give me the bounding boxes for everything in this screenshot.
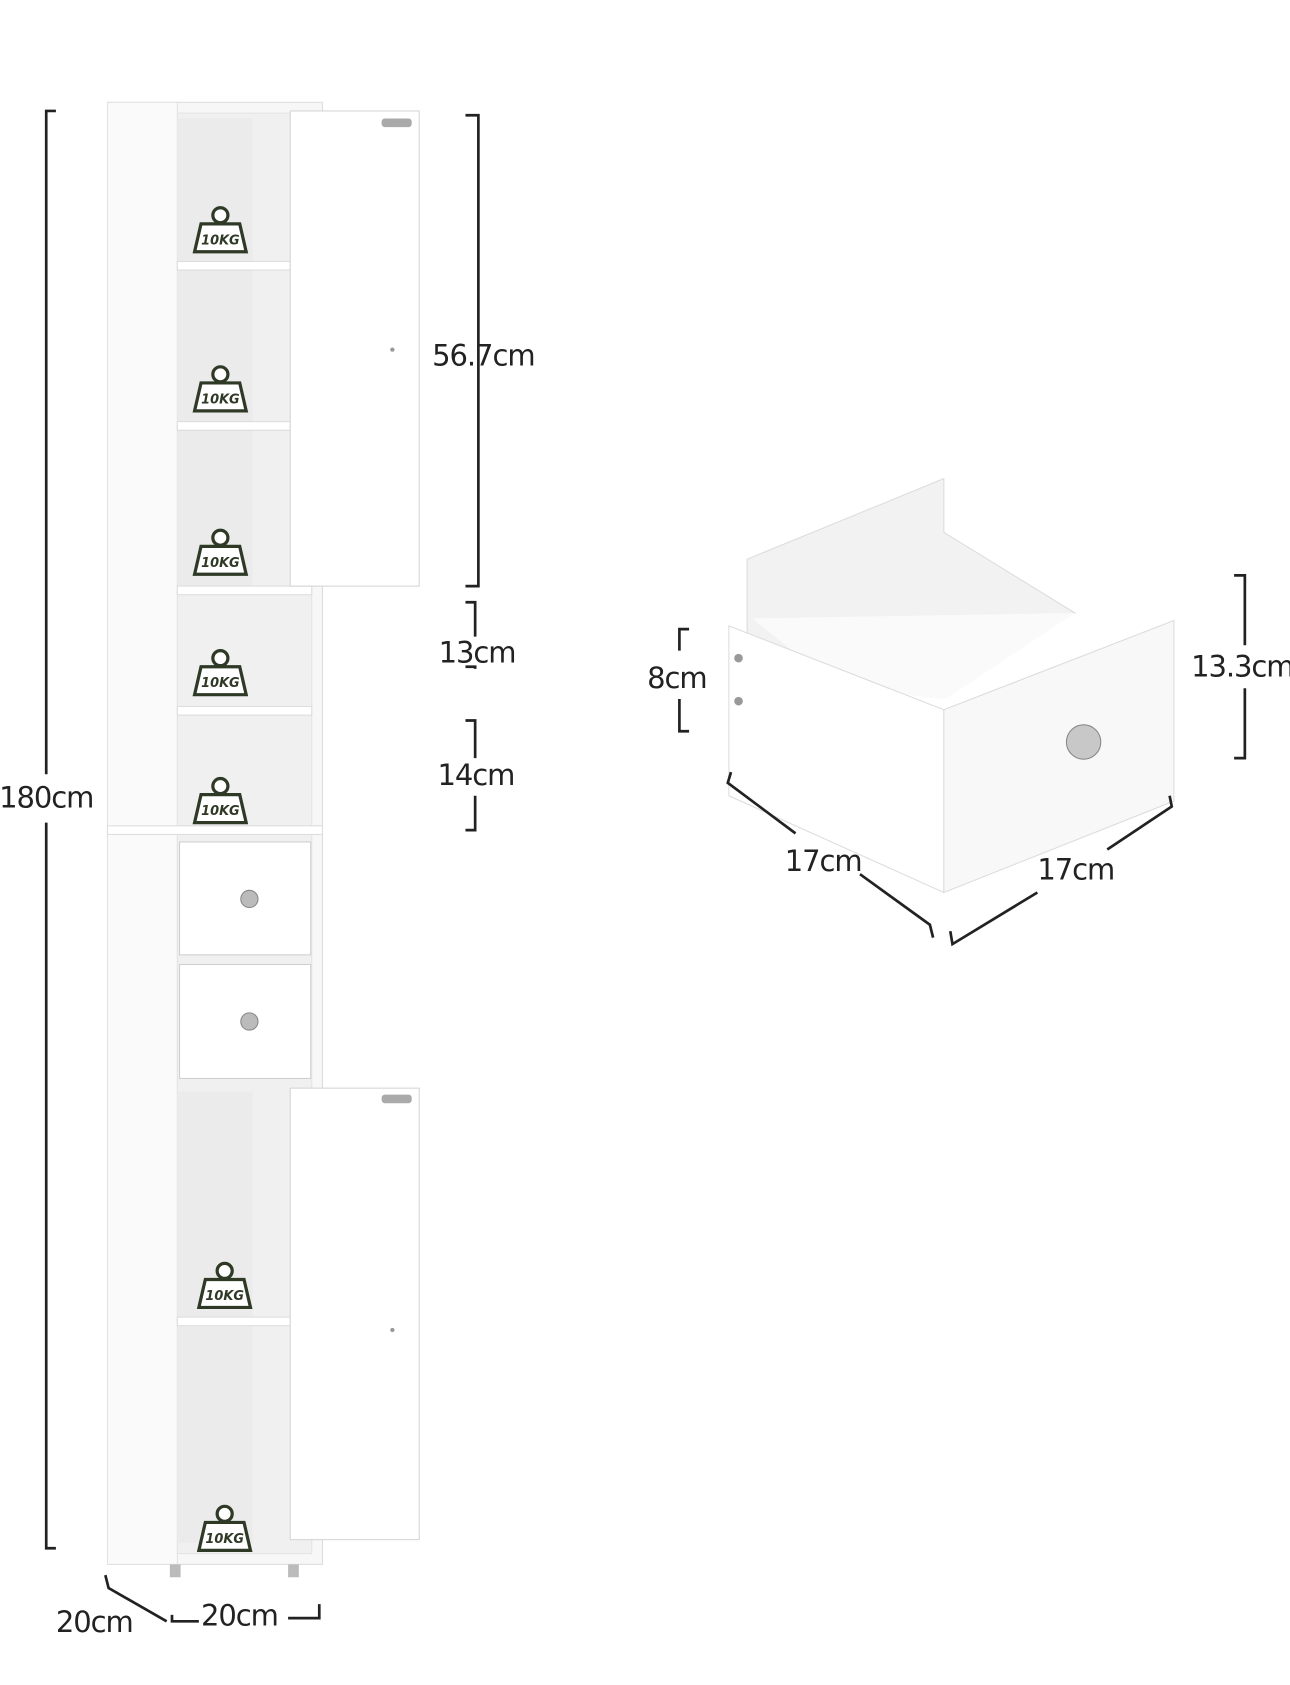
- load-weight-icons: 10KG 10KG 10KG 10KG 10KG 10KG 10KG: [192, 206, 253, 1552]
- drawer-back-height-label: 13.3cm: [1191, 649, 1290, 683]
- shelves: [106, 260, 324, 1327]
- weight-icon: 10KG: [192, 776, 248, 825]
- load-label: 10KG: [205, 1532, 244, 1547]
- cabinet-dimensions: 180cm 56.7cm 13cm 14cm 20cm 20cm: [0, 109, 536, 1639]
- load-label: 10KG: [205, 1289, 244, 1304]
- upper-section-label: 56.7cm: [432, 339, 534, 373]
- tall-cabinet: [106, 101, 420, 1578]
- depth-label: 20cm: [56, 1605, 133, 1639]
- shelf-1-label: 13cm: [439, 635, 516, 669]
- load-label: 10KG: [201, 392, 240, 407]
- weight-icon: 10KG: [197, 1261, 253, 1310]
- width-label: 20cm: [201, 1599, 278, 1633]
- height-label: 180cm: [0, 781, 93, 815]
- drawer-front-height-label: 8cm: [647, 661, 706, 695]
- load-label: 10KG: [201, 676, 240, 691]
- drawer-width-label: 17cm: [1037, 853, 1114, 887]
- drawer-2[interactable]: [178, 963, 312, 1079]
- load-label: 10KG: [201, 233, 240, 248]
- weight-icon: 10KG: [192, 206, 248, 254]
- lower-door[interactable]: [289, 1087, 420, 1541]
- weight-icon: 10KG: [197, 1504, 253, 1552]
- drawer-depth-label: 17cm: [785, 844, 862, 878]
- drawer-knob: [1065, 724, 1102, 760]
- drawer-illustration: 8cm 13.3cm 17cm 17cm: [647, 477, 1290, 947]
- weight-icon: 10KG: [192, 365, 248, 413]
- load-label: 10KG: [201, 556, 240, 571]
- shelf-2-label: 14cm: [438, 758, 515, 792]
- load-label: 10KG: [201, 804, 240, 819]
- upper-door[interactable]: [289, 110, 420, 587]
- weight-icon: 10KG: [192, 648, 248, 697]
- drawer-1[interactable]: [178, 841, 312, 956]
- weight-icon: 10KG: [192, 528, 248, 576]
